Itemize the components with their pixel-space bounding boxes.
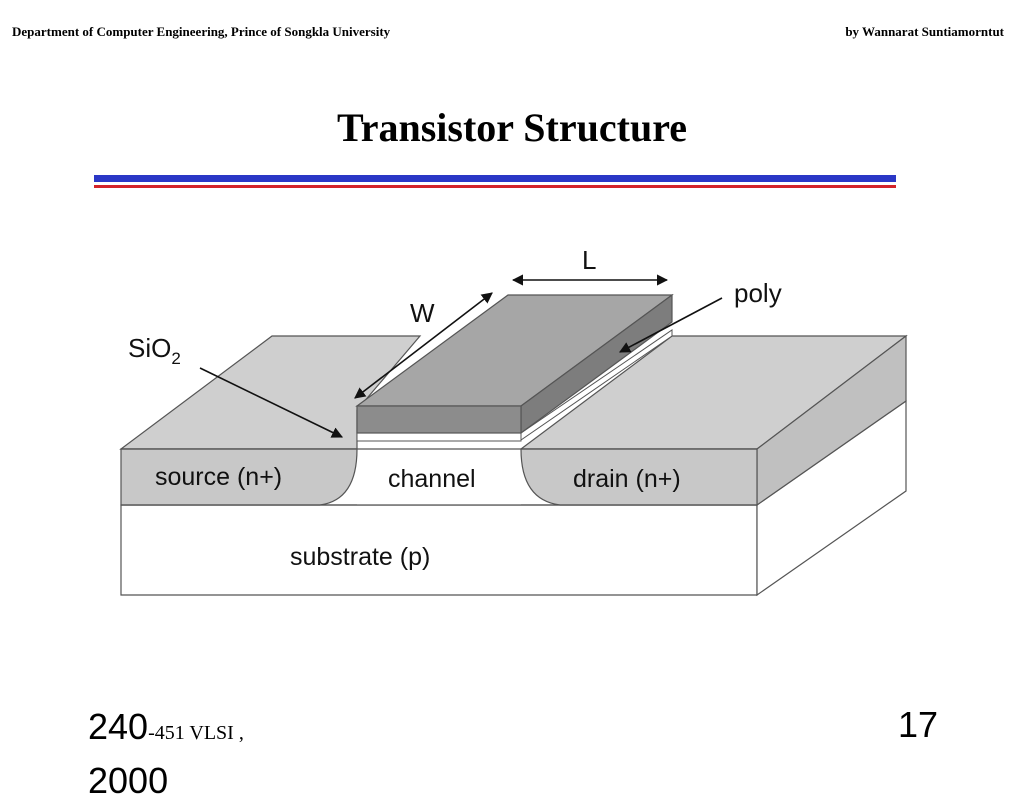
page-number: 17 xyxy=(897,704,938,745)
label-length: L xyxy=(582,245,596,275)
transistor-diagram: L W poly SiO2 source (n+) channel drain … xyxy=(119,245,908,597)
label-oxide-subscript: 2 xyxy=(171,349,180,368)
label-drain: drain (n+) xyxy=(573,465,681,493)
label-oxide-base: SiO xyxy=(128,333,171,363)
header-department: Department of Computer Engineering, Prin… xyxy=(12,24,391,39)
channel-front xyxy=(357,449,521,505)
oxide-pointer xyxy=(199,367,344,438)
width-arrow xyxy=(354,292,493,399)
course-year: 2000 xyxy=(88,760,169,801)
label-width: W xyxy=(410,298,435,328)
label-source: source (n+) xyxy=(155,463,282,491)
label-channel: channel xyxy=(388,465,476,493)
label-poly: poly xyxy=(734,278,782,308)
oxide-front xyxy=(356,432,522,442)
course-prefix: 240 xyxy=(88,706,149,747)
label-oxide: SiO2 xyxy=(128,333,181,368)
poly-pointer xyxy=(619,297,723,353)
course-suffix: -451 VLSI , xyxy=(148,722,244,744)
header-author: by Wannarat Suntiamorntut xyxy=(845,24,1004,39)
label-substrate: substrate (p) xyxy=(290,543,430,571)
footer-course: 240-451 VLSI , 2000 xyxy=(88,704,388,812)
substrate-front xyxy=(120,504,758,596)
title-rule-blue xyxy=(94,175,896,182)
title-rule-red xyxy=(94,185,896,188)
poly-gate-front xyxy=(356,405,522,434)
slide-title: Transistor Structure xyxy=(337,105,687,150)
